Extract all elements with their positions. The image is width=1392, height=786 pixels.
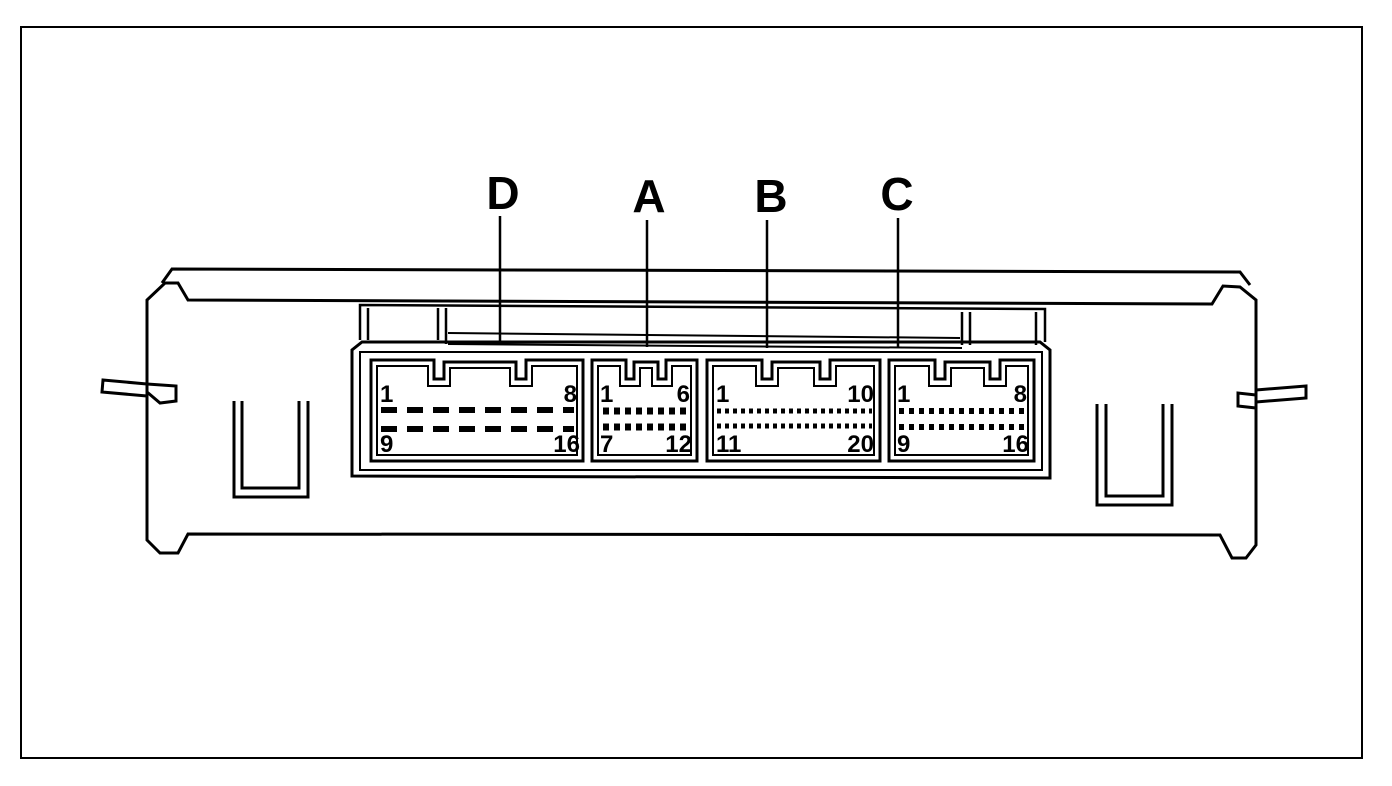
connector-c-pin-first: 1 bbox=[897, 381, 910, 408]
connector-d-pin-last: 16 bbox=[553, 431, 580, 458]
connector-c-outline bbox=[887, 358, 1036, 463]
connector-c[interactable]: 1 8 9 16 bbox=[887, 358, 1036, 463]
connector-c-pin-last: 16 bbox=[1002, 431, 1029, 458]
callout-d: D bbox=[486, 167, 519, 219]
shroud-latch-left bbox=[366, 308, 448, 344]
connector-b-pin-last-row1: 10 bbox=[847, 381, 874, 408]
connector-b-pin-first-row2: 11 bbox=[716, 431, 741, 458]
connector-c-pin-last-row1: 8 bbox=[1014, 381, 1027, 408]
callout-c: C bbox=[880, 168, 913, 220]
shroud-latch-right bbox=[960, 312, 1038, 345]
left-mounting-tab bbox=[100, 378, 178, 405]
connector-d[interactable]: 1 8 9 16 bbox=[369, 358, 585, 463]
connector-block bbox=[350, 340, 1052, 480]
connector-b-pin-last: 20 bbox=[847, 431, 874, 458]
connector-a[interactable]: 1 6 7 12 bbox=[590, 358, 699, 463]
left-slot bbox=[232, 401, 310, 499]
connector-b-outline bbox=[705, 358, 882, 463]
connector-a-pin-first: 1 bbox=[600, 381, 613, 408]
housing-top-rim bbox=[160, 267, 1252, 286]
connector-a-pin-first-row2: 7 bbox=[600, 431, 613, 458]
right-slot bbox=[1095, 404, 1174, 507]
connector-b-inner bbox=[712, 365, 875, 456]
connector-c-inner bbox=[894, 365, 1029, 456]
connector-shroud-top bbox=[358, 303, 1047, 342]
callout-b: B bbox=[754, 170, 787, 222]
connector-d-pin-last-row1: 8 bbox=[564, 381, 577, 408]
connector-b[interactable]: 1 10 11 20 bbox=[705, 358, 882, 463]
connector-d-outline bbox=[369, 358, 585, 463]
connector-d-inner bbox=[376, 365, 578, 456]
housing-body bbox=[145, 281, 1258, 560]
connector-a-outline bbox=[590, 358, 699, 463]
connector-c-pin-first-row2: 9 bbox=[897, 431, 910, 458]
connector-b-pin-first: 1 bbox=[716, 381, 729, 408]
figure-frame bbox=[20, 26, 1363, 759]
shroud-rib bbox=[447, 332, 963, 349]
connector-d-pin-first-row2: 9 bbox=[380, 431, 393, 458]
connector-a-pin-last: 12 bbox=[665, 431, 692, 458]
connector-d-pin-first: 1 bbox=[380, 381, 393, 408]
right-mounting-tab bbox=[1236, 384, 1308, 410]
connector-block-inner bbox=[359, 351, 1043, 471]
connector-a-inner bbox=[597, 365, 692, 456]
callout-a: A bbox=[632, 170, 665, 222]
connector-a-pin-last-row1: 6 bbox=[677, 381, 690, 408]
